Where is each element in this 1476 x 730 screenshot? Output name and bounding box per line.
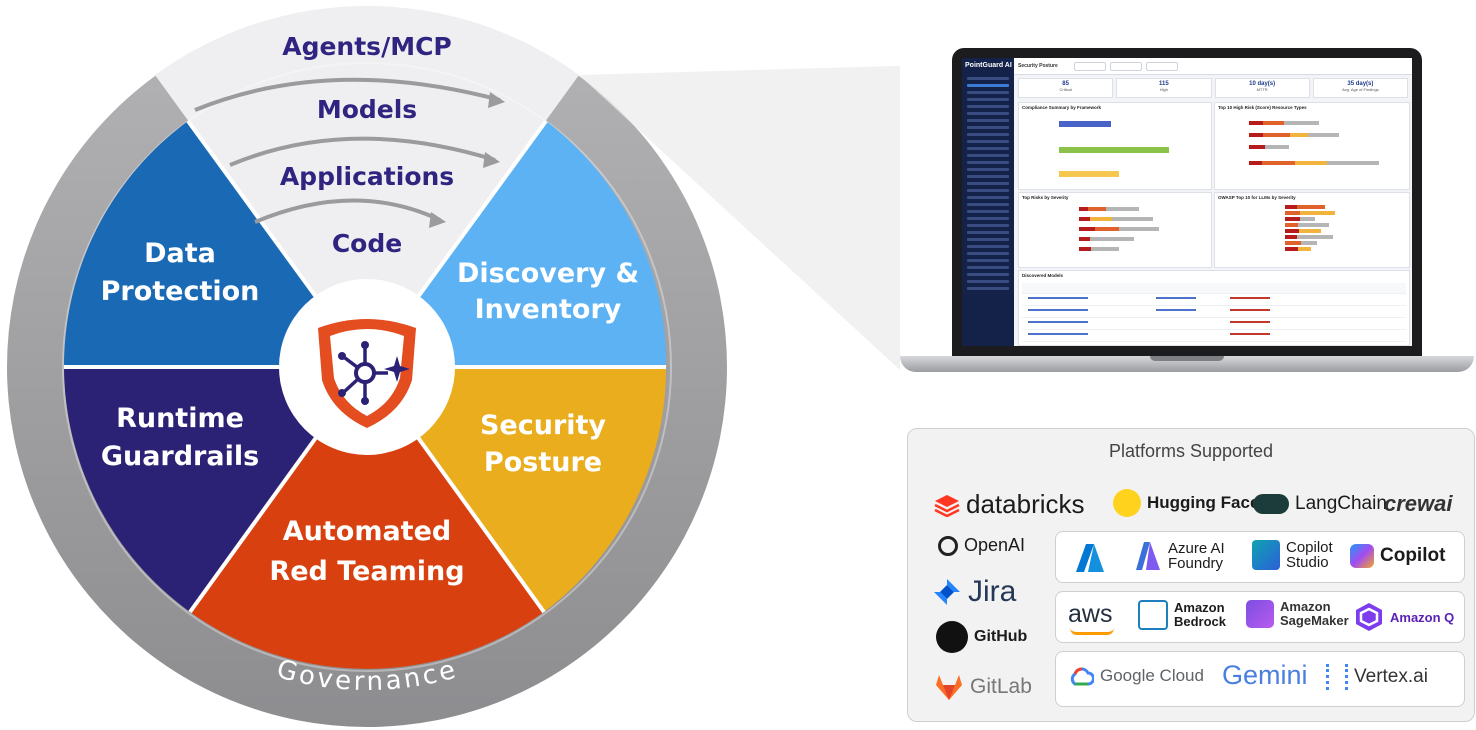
azure-ai-foundry-icon <box>1136 542 1160 570</box>
langchain-logo: LangChain <box>1253 493 1387 515</box>
copilot-icon <box>1350 544 1374 568</box>
segment-label-runtime-line1: Runtime <box>116 403 244 434</box>
amazon-q-icon <box>1356 603 1382 631</box>
pointguard-shield-icon <box>318 319 416 428</box>
segment-label-data-line1: Data <box>144 238 216 269</box>
gitlab-icon <box>936 675 962 700</box>
segment-data-protection <box>63 121 368 367</box>
aws-logo: aws <box>1068 600 1114 635</box>
openai-logo: OpenAI <box>938 535 1025 556</box>
langchain-icon <box>1253 494 1289 514</box>
amazon-sagemaker-icon <box>1246 600 1274 628</box>
high-risk-panel: Top 10 High Risk (Score) Resource Types <box>1214 102 1410 190</box>
databricks-icon <box>934 494 960 517</box>
segment-label-discovery-line1: Discovery & <box>457 258 639 289</box>
vertex-ai-icon <box>1326 664 1348 690</box>
jira-icon <box>934 579 960 605</box>
kpi-card: 10 day(s)MTTR <box>1214 78 1310 98</box>
copilot-logo: Copilot <box>1350 544 1445 568</box>
flow-arrows <box>194 77 501 224</box>
capabilities-wheel-diagram: Agents/MCP Models Applications Code Disc… <box>7 5 900 727</box>
azure-icon <box>1076 544 1104 572</box>
platforms-title: Platforms Supported <box>1108 441 1274 461</box>
github-icon <box>936 621 968 653</box>
segment-label-redteam-line1: Automated <box>283 516 451 547</box>
kpi-card: 35 day(s)Avg. Age of Findings <box>1312 78 1408 98</box>
hugging-face-logo: Hugging Face <box>1113 489 1259 517</box>
segment-automated-red-teaming <box>190 367 544 669</box>
segment-label-discovery-line2: Inventory <box>475 294 622 325</box>
jira-logo: Jira <box>932 575 1016 609</box>
azure-logo <box>1074 542 1106 574</box>
segment-security-posture <box>367 367 667 612</box>
gemini-logo: Gemini <box>1222 660 1308 690</box>
crewai-logo: crewai <box>1384 491 1453 516</box>
flow-label-models: Models <box>317 95 417 124</box>
app-top-tab: Security Posture <box>1018 63 1058 69</box>
openai-icon <box>938 535 958 556</box>
gitlab-logo: GitLab <box>934 673 1032 701</box>
callout-wedge <box>579 65 900 370</box>
app-topbar: Security Posture <box>1014 58 1412 75</box>
segment-label-redteam-line2: Red Teaming <box>269 556 464 587</box>
segment-label-security-line2: Posture <box>484 447 602 478</box>
segment-label-security-line1: Security <box>480 410 606 441</box>
segment-label-data-line2: Protection <box>101 276 260 307</box>
hugging-face-icon <box>1113 489 1141 517</box>
databricks-logo: databricks <box>934 489 1085 520</box>
platforms-supported-panel: Platforms Supported databricks Hugging F… <box>907 428 1475 722</box>
google-cloud-logo: Google Cloud <box>1068 666 1204 686</box>
flow-label-agents-mcp: Agents/MCP <box>282 32 452 61</box>
compliance-panel: Compliance Summary by Framework <box>1018 102 1212 190</box>
top-risks-panel: Top Risks by Severity <box>1018 192 1212 268</box>
copilot-studio-icon <box>1252 540 1280 570</box>
google-cloud-icon <box>1070 667 1094 686</box>
github-logo: GitHub <box>936 621 1027 653</box>
amazon-q-logo: Amazon Q <box>1354 602 1454 632</box>
app-logo: PointGuard AI <box>965 62 1012 69</box>
segment-label-runtime-line2: Guardrails <box>101 441 259 472</box>
flow-area <box>155 5 579 368</box>
segment-discovery-inventory <box>367 121 667 367</box>
amazon-bedrock-icon <box>1138 600 1168 630</box>
flow-label-applications: Applications <box>280 162 454 191</box>
discovered-models-panel: Discovered Models <box>1018 270 1410 346</box>
owasp-panel: OWASP Top 10 for LLMs by Severity <box>1214 192 1410 268</box>
flow-label-code: Code <box>332 229 402 258</box>
app-sidebar: PointGuard AI <box>962 58 1014 346</box>
vertex-ai-logo: Vertex.ai <box>1326 664 1428 690</box>
laptop-base <box>900 356 1474 372</box>
segment-runtime-guardrails <box>64 367 367 612</box>
google-group: Google Cloud Gemini Vertex.ai <box>1055 651 1465 707</box>
